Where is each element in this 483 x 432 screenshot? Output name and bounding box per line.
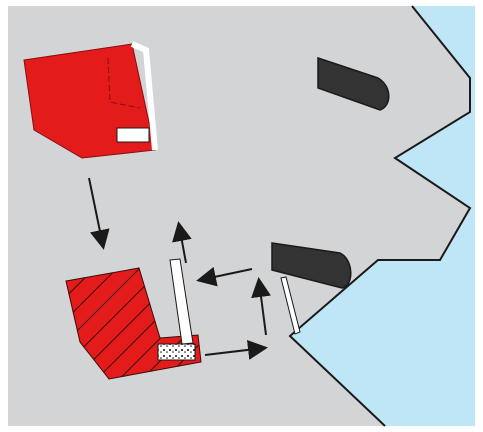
flow-arrow-left [196, 266, 253, 287]
flow-arrow-down [88, 177, 110, 250]
lower-cutting-tip [271, 242, 352, 289]
insert-white-strip [169, 258, 194, 345]
top-red-insert [23, 41, 158, 159]
cutter-body [288, 5, 472, 427]
hatched-red-insert [65, 258, 202, 380]
flow-arrow-up [172, 221, 192, 264]
tool-region [290, 6, 475, 426]
flow-arrow-up-right [251, 277, 271, 336]
upper-cutting-tip [317, 56, 390, 111]
flow-arrow-right [204, 339, 268, 360]
tool-edge-strip [280, 276, 301, 335]
